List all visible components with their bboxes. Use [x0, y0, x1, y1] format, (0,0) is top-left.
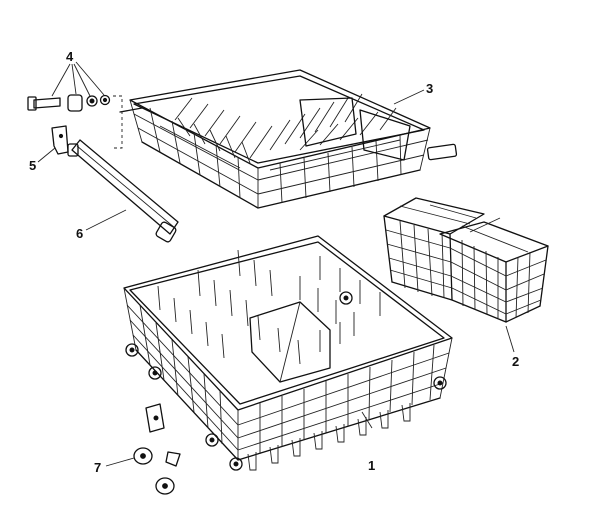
lower-rack-center-divider — [279, 301, 301, 383]
leader-1 — [361, 411, 373, 429]
wheel-back-right — [339, 291, 353, 305]
lower-rack-inner-rim — [129, 241, 445, 405]
lower-rack-side-mesh — [126, 304, 450, 451]
upper-rack-top-rim — [129, 69, 431, 169]
leader-3 — [393, 89, 425, 105]
leader-lines — [37, 61, 515, 467]
leader-4d — [75, 61, 105, 96]
lower-rack-posts — [123, 287, 453, 460]
slide-rail-stop — [155, 221, 177, 243]
wheel-axle-clip — [165, 451, 181, 467]
upper-rack-side-mesh — [133, 113, 429, 195]
upper-rack-cup-shelf — [299, 97, 357, 147]
nut-hole — [102, 97, 108, 103]
leader-5 — [37, 147, 56, 163]
basket-left-top — [383, 197, 485, 235]
lower-rack — [123, 235, 453, 471]
screw — [33, 97, 61, 109]
leader-2 — [505, 325, 515, 353]
hardware-screw-set — [27, 94, 111, 112]
wheel-second — [155, 477, 175, 495]
slide-rail-groove — [76, 145, 176, 229]
upper-rack — [113, 69, 458, 209]
nut — [99, 94, 111, 106]
label-part-6: 6 — [76, 226, 83, 241]
end-cap-bracket — [51, 125, 69, 155]
washer — [86, 95, 98, 107]
spacer — [67, 94, 83, 112]
leader-4b — [71, 63, 77, 95]
label-part-7: 7 — [94, 460, 101, 475]
slide-rail-body — [71, 139, 179, 235]
slide-rail-end — [67, 143, 79, 157]
basket-bottom — [391, 281, 541, 323]
leader-4a — [51, 63, 71, 97]
basket-left-edge — [383, 215, 393, 283]
basket-right-top — [439, 221, 549, 263]
label-part-3: 3 — [426, 81, 433, 96]
washer-hole — [89, 98, 95, 104]
lower-rack-tines — [157, 249, 381, 365]
wheel-assembly — [133, 403, 181, 495]
upper-rack-rail-left — [119, 107, 143, 113]
label-part-5: 5 — [29, 158, 36, 173]
end-cap-hole — [58, 133, 64, 139]
label-part-4: 4 — [66, 49, 74, 64]
basket-mid-edge — [449, 233, 453, 301]
upper-rack-posts — [129, 99, 431, 208]
leader-4c — [73, 63, 91, 97]
alignment-bracket — [113, 95, 123, 149]
wheel-mid-left — [148, 366, 162, 380]
wheel-front-left — [205, 433, 219, 447]
part-labels: 1 2 3 4 5 6 7 — [29, 49, 519, 475]
lower-rack-wheels — [125, 291, 447, 471]
silverware-basket — [383, 197, 549, 323]
upper-rack-tines — [159, 93, 401, 171]
basket-grid — [385, 204, 547, 319]
slide-rail — [67, 139, 179, 243]
wheel-second-hub — [162, 483, 168, 489]
upper-rack-cup-shelf-right — [359, 109, 411, 161]
leader-7 — [105, 457, 135, 467]
leader-6 — [85, 209, 127, 231]
wheel — [133, 447, 153, 465]
wheel-rear-left — [125, 343, 139, 357]
label-part-2: 2 — [512, 354, 519, 369]
wheel-clip — [145, 403, 165, 433]
wheel-front-corner — [229, 457, 243, 471]
label-part-1: 1 — [368, 458, 375, 473]
upper-rack-rail-bracket — [426, 143, 458, 161]
screw-head — [27, 96, 37, 111]
wheel-right — [433, 376, 447, 390]
wheel-hub — [140, 453, 146, 459]
lower-rack-bottom-rim — [135, 349, 441, 461]
lower-rack-front-hooks — [247, 403, 411, 471]
basket-right-edge — [539, 245, 549, 307]
